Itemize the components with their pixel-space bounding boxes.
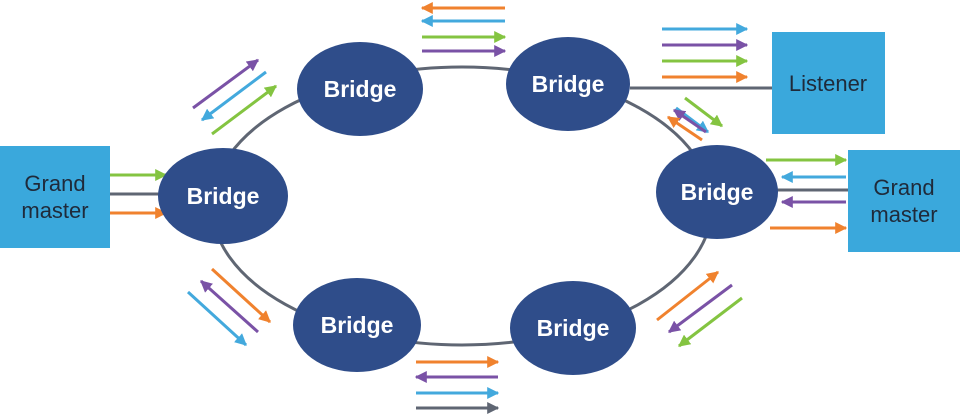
arrow-ur-green xyxy=(684,96,723,128)
arrow-ll-orange xyxy=(210,267,272,324)
arrow-lr-green xyxy=(678,296,743,348)
grandmaster-left-line2: master xyxy=(21,198,88,223)
grandmaster-right-line2: master xyxy=(870,202,937,227)
bridge-label: Bridge xyxy=(532,71,605,97)
listener-label: Listener xyxy=(789,71,867,96)
bridge-node-top-right: Bridge xyxy=(506,37,630,131)
arrow-lr-orange xyxy=(656,270,719,322)
bridge-label: Bridge xyxy=(324,76,397,102)
arrow-ul-blue xyxy=(201,70,267,122)
listener-box: Listener xyxy=(772,32,885,134)
bridge-label: Bridge xyxy=(537,315,610,341)
grandmaster-right-box: Grand master xyxy=(848,150,960,252)
arrow-ul-purple xyxy=(192,58,259,110)
bridge-label: Bridge xyxy=(187,183,260,209)
ring-link xyxy=(210,65,714,347)
bridge-label: Bridge xyxy=(321,312,394,338)
stream-arrows xyxy=(110,1,848,414)
arrow-ll-purple xyxy=(199,279,260,334)
bridge-node-left: Bridge xyxy=(158,148,288,244)
arrow-ur-orange xyxy=(667,115,703,142)
grandmaster-right-line1: Grand xyxy=(873,175,934,200)
bridge-node-bottom-right: Bridge xyxy=(510,281,636,375)
arrow-ll-blue xyxy=(186,290,248,347)
grandmaster-left-box: Grand master xyxy=(0,146,110,248)
arrow-ur-purple xyxy=(673,108,707,134)
arrow-lr-purple xyxy=(668,283,733,334)
bridge-node-right: Bridge xyxy=(656,145,778,239)
bridge-label: Bridge xyxy=(681,179,754,205)
bridge-node-top-left: Bridge xyxy=(297,42,423,136)
bridge-node-bottom-left: Bridge xyxy=(293,278,421,372)
grandmaster-left-line1: Grand xyxy=(24,171,85,196)
arrow-ul-green xyxy=(211,84,277,136)
